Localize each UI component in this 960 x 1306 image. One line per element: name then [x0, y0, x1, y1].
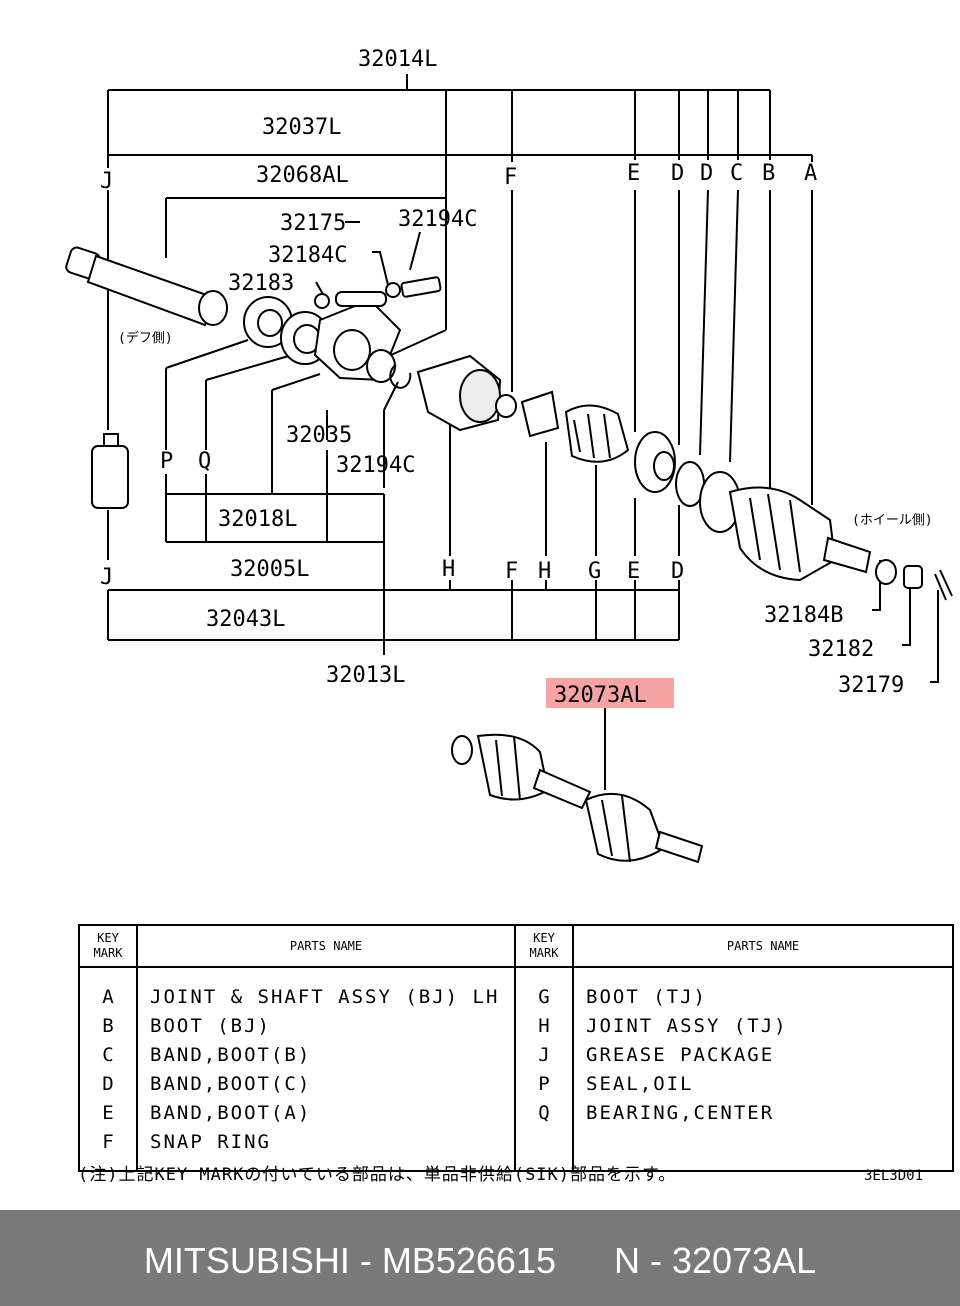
key-mark: G — [514, 982, 574, 1011]
footer-separator: - — [359, 1240, 372, 1281]
key-mark: C — [78, 1040, 138, 1069]
key-letter: H — [538, 559, 551, 584]
footer-part-number: MB526615 — [381, 1240, 556, 1281]
label-32183: 32183 — [228, 271, 294, 296]
key-mark — [514, 1127, 574, 1156]
key-letter: H — [442, 557, 455, 582]
label-32073AL-highlighted[interactable]: 32073AL — [554, 683, 647, 708]
label-32018L: 32018L — [218, 507, 297, 532]
table-row: F SNAP RING — [78, 1127, 954, 1156]
part-labels: 32175 32194C 32184C 32183 32035 32194C 3… — [118, 207, 933, 708]
label-32175: 32175 — [280, 211, 346, 236]
label-32179: 32179 — [838, 673, 904, 698]
key-mark: P — [514, 1069, 574, 1098]
key-mark: F — [78, 1127, 138, 1156]
key-letter: E — [627, 161, 640, 186]
table-header-row: KEY MARK PARTS NAME KEY MARK PARTS NAME — [78, 925, 954, 968]
footer-brand-group: MITSUBISHI-MB526615 — [144, 1240, 556, 1281]
part-name: BOOT (TJ) — [572, 982, 954, 1011]
key-mark: A — [78, 982, 138, 1011]
label-32184C: 32184C — [268, 243, 347, 268]
key-letter: J — [100, 169, 113, 194]
assembly-brackets — [107, 74, 939, 790]
key-letter: D — [700, 161, 713, 186]
key-mark: J — [514, 1040, 574, 1069]
footer-ref: N - 32073AL — [614, 1240, 817, 1281]
key-letter: E — [627, 559, 640, 584]
part-name: JOINT & SHAFT ASSY (BJ) LH — [136, 982, 516, 1011]
part-name: JOINT ASSY (TJ) — [572, 1011, 954, 1040]
key-letter: B — [762, 161, 775, 186]
table-spacer-row — [78, 967, 954, 982]
key-letter: J — [100, 565, 113, 590]
footer-part-info: MITSUBISHI-MB526615 N - 32073AL — [0, 1240, 960, 1282]
key-letter: A — [804, 161, 817, 186]
label-32005L: 32005L — [230, 557, 309, 582]
key-letter: G — [588, 559, 601, 584]
key-letter: F — [505, 559, 518, 584]
footer-bar — [0, 1210, 960, 1306]
key-mark: D — [78, 1069, 138, 1098]
table-row: D BAND,BOOT(C) P SEAL,OIL — [78, 1069, 954, 1098]
parts-name-header: PARTS NAME — [136, 925, 516, 968]
part-name: BAND,BOOT(B) — [136, 1040, 516, 1069]
label-32068AL: 32068AL — [256, 163, 349, 188]
label-32043L: 32043L — [206, 607, 285, 632]
part-name — [572, 1127, 954, 1156]
parts-name-header: PARTS NAME — [572, 925, 954, 968]
key-letter: C — [730, 161, 743, 186]
part-name: SEAL,OIL — [572, 1069, 954, 1098]
note-wheel-side: (ホイール側) — [852, 513, 933, 528]
part-name: BAND,BOOT(C) — [136, 1069, 516, 1098]
diagram-code: 3EL3D01 — [864, 1168, 924, 1184]
label-32035: 32035 — [286, 423, 352, 448]
halfshaft-exploded-parts — [65, 246, 953, 864]
table-row: A JOINT & SHAFT ASSY (BJ) LH G BOOT (TJ) — [78, 982, 954, 1011]
part-name: BOOT (BJ) — [136, 1011, 516, 1040]
key-mark-header: KEY MARK — [514, 925, 574, 968]
part-name: BAND,BOOT(A) — [136, 1098, 516, 1127]
part-name: BEARING,CENTER — [572, 1098, 954, 1127]
label-32013L: 32013L — [326, 663, 405, 688]
key-mark-header: KEY MARK — [78, 925, 138, 968]
exploded-parts-diagram: 32014L 32037L 32068AL 32018L 32005L 3204… — [65, 47, 953, 864]
key-letter: D — [671, 559, 684, 584]
key-letter: Q — [198, 449, 211, 474]
parts-key-table: KEY MARK PARTS NAME KEY MARK PARTS NAME … — [78, 924, 954, 1172]
assembly-labels: 32014L 32037L 32068AL 32018L 32005L 3204… — [206, 47, 437, 688]
label-32194C-bottom: 32194C — [336, 453, 415, 478]
key-mark: H — [514, 1011, 574, 1040]
key-mark: E — [78, 1098, 138, 1127]
key-mark: Q — [514, 1098, 574, 1127]
key-letter: P — [160, 449, 173, 474]
label-32184B: 32184B — [764, 603, 843, 628]
label-32194C-top: 32194C — [398, 207, 477, 232]
label-32037L: 32037L — [262, 115, 341, 140]
key-letter: D — [671, 161, 684, 186]
part-name: GREASE PACKAGE — [572, 1040, 954, 1069]
label-32182: 32182 — [808, 637, 874, 662]
table-row: C BAND,BOOT(B) J GREASE PACKAGE — [78, 1040, 954, 1069]
table-row: E BAND,BOOT(A) Q BEARING,CENTER — [78, 1098, 954, 1127]
key-letters: J F E D D C B A P Q J H F H G E D — [100, 161, 817, 590]
footer-brand: MITSUBISHI — [143, 1240, 350, 1281]
footnote: (注)上記KEY MARKの付いている部品は、単品非供給(SIK)部品を示す。 — [78, 1165, 677, 1185]
key-letter: F — [504, 165, 517, 190]
key-mark: B — [78, 1011, 138, 1040]
table-spacer-row — [78, 1156, 954, 1171]
part-name: SNAP RING — [136, 1127, 516, 1156]
note-diff-side: (デフ側) — [118, 330, 173, 346]
table-row: B BOOT (BJ) H JOINT ASSY (TJ) — [78, 1011, 954, 1040]
label-32014L: 32014L — [358, 47, 437, 72]
highlighted-part-box — [546, 678, 674, 708]
